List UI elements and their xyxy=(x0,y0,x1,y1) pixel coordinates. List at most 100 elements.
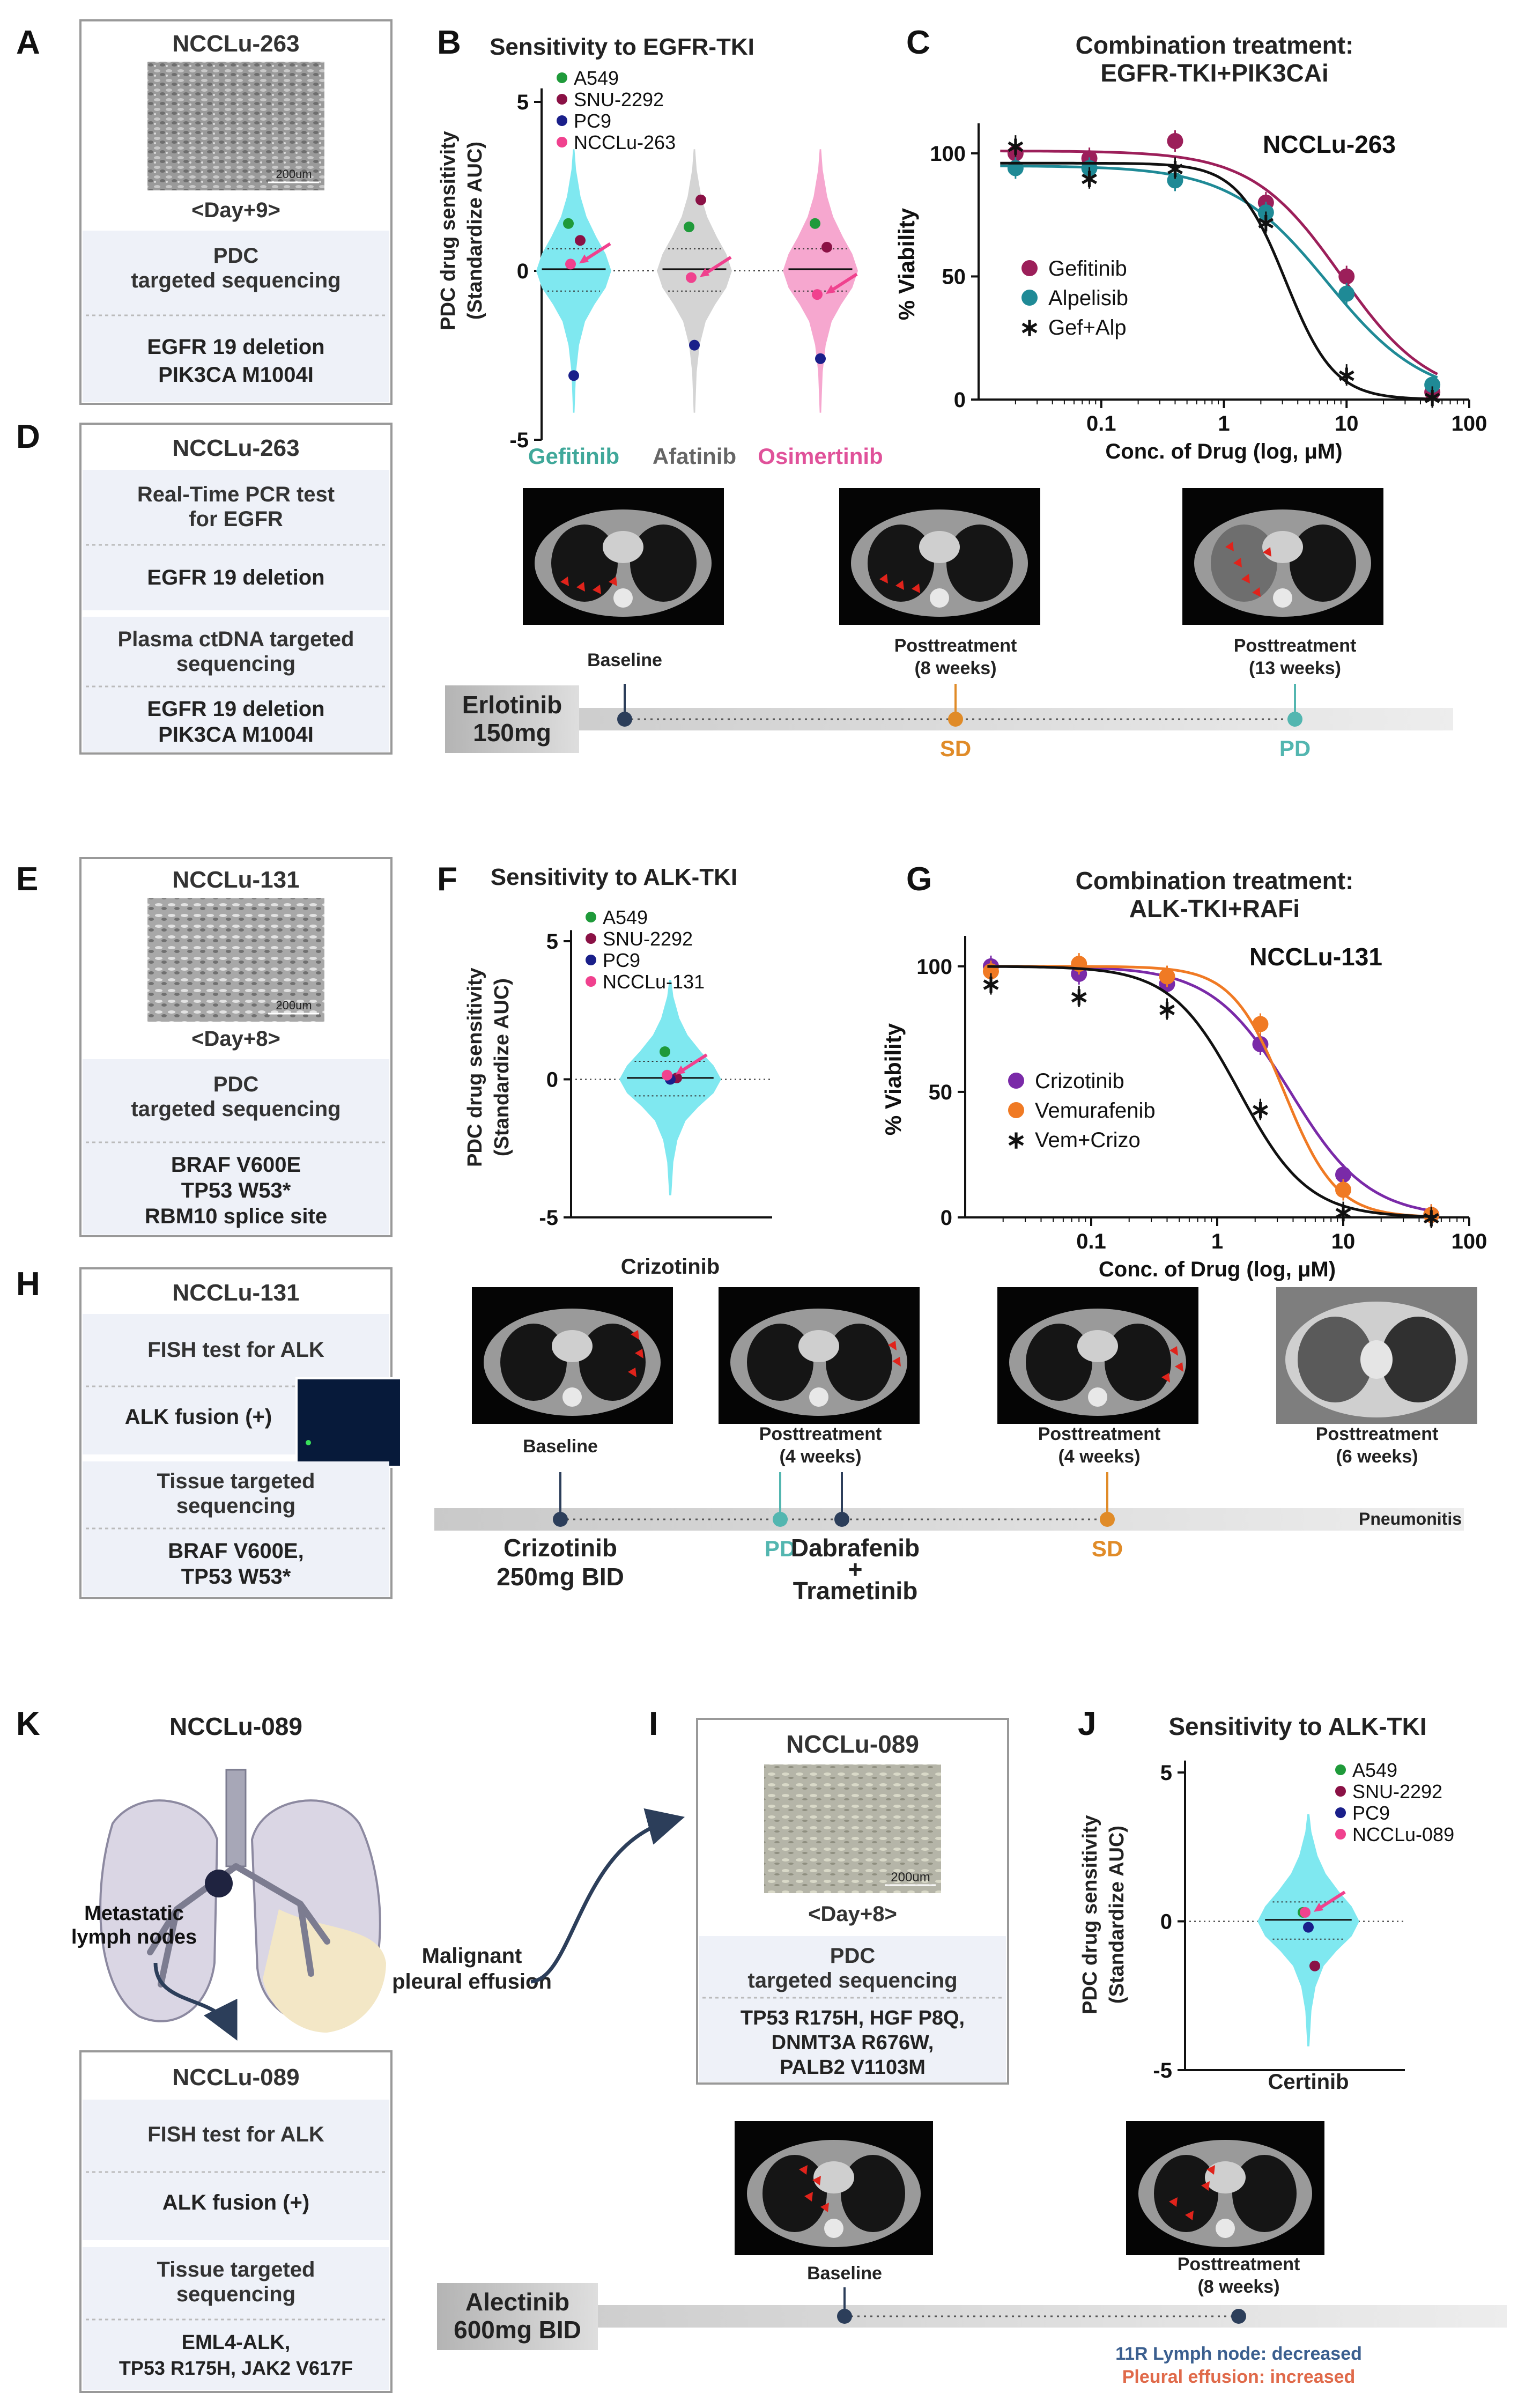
y-axis-label: % Viability xyxy=(880,1023,906,1135)
chart-title: Sensitivity to ALK-TKI xyxy=(1168,1712,1426,1740)
y-axis-label-2: (Standardize AUC) xyxy=(1106,1826,1128,2004)
data-point xyxy=(1252,1016,1269,1032)
test-section-1 xyxy=(83,470,389,610)
note-lymph-node: 11R Lymph node: decreased xyxy=(1115,2344,1362,2364)
legend-label: SNU-2292 xyxy=(603,928,693,950)
scale-label: 200um xyxy=(276,999,312,1012)
y-tick-label: -5 xyxy=(509,429,529,452)
timepoint-label-baseline: Baseline xyxy=(523,1436,598,1457)
mutation-1: EGFR 19 deletion xyxy=(147,335,324,359)
data-point-star: ∗ xyxy=(1005,132,1026,160)
cell-micrograph xyxy=(147,898,324,1022)
pdc-title: NCCLu-089 xyxy=(786,1730,919,1758)
response-pd: PD xyxy=(1279,736,1311,761)
data-point xyxy=(1335,1166,1351,1183)
timepoint-13weeks xyxy=(1287,712,1302,727)
panel-letter: H xyxy=(16,1266,40,1303)
timepoint-label-baseline: Baseline xyxy=(807,2263,882,2284)
data-point-star: ∗ xyxy=(1336,361,1357,389)
data-point xyxy=(1338,285,1355,302)
panel-letter: G xyxy=(906,861,932,898)
case-title: NCCLu-089 xyxy=(169,1712,302,1740)
case-title: NCCLu-131 xyxy=(172,1280,299,1306)
result-2b: TP53 R175H, JAK2 V617F xyxy=(119,2357,353,2379)
point-pc9 xyxy=(689,339,700,351)
test-1: FISH test for ALK xyxy=(147,1338,324,1362)
ct-scan-13weeks xyxy=(1182,488,1383,625)
event-pneumonitis: Pneumonitis xyxy=(1359,1509,1462,1528)
legend-label: PC9 xyxy=(1352,1802,1390,1824)
y-tick-label: -5 xyxy=(1153,2059,1172,2082)
result-2a: EML4-ALK, xyxy=(182,2331,291,2354)
mutation-3: RBM10 splice site xyxy=(145,1205,327,1228)
x-tick-label: 1 xyxy=(1218,412,1230,435)
x-tick-label: 10 xyxy=(1335,412,1359,435)
scale-label: 200um xyxy=(891,1870,930,1885)
y-axis-label-2: (Standardize AUC) xyxy=(464,142,486,320)
lung-illustration xyxy=(99,1769,386,2033)
y-axis-label-2: (Standardize AUC) xyxy=(491,978,513,1156)
pdc-arrow-head xyxy=(826,285,835,294)
legend-label: Gefitinib xyxy=(1048,257,1127,280)
data-point-star: ∗ xyxy=(1333,1199,1354,1227)
chart-title-1: Combination treatment: xyxy=(1076,867,1354,895)
data-point-star: ∗ xyxy=(981,970,1002,998)
y-tick-label: 5 xyxy=(1160,1761,1172,1785)
panel-j: J Sensitivity to ALK-TKI 50-5A549SNU-229… xyxy=(1078,1705,1454,2094)
mutation-2: PIK3CA M1004I xyxy=(158,363,314,387)
ct-scan-4weeks-b xyxy=(997,1287,1198,1424)
mutation-3: PALB2 V1103M xyxy=(780,2056,926,2079)
chart-title-1: Combination treatment: xyxy=(1076,31,1354,59)
pdc-arrow xyxy=(679,1053,708,1074)
data-point-star: ∗ xyxy=(1165,154,1186,182)
y-axis-label: % Viability xyxy=(894,208,919,320)
data-point-star: ∗ xyxy=(1157,995,1178,1023)
drug-label-gefitinib: Gefitinib xyxy=(528,444,619,469)
ct-scan-baseline xyxy=(523,488,724,625)
ct-scan-8weeks xyxy=(1126,2121,1324,2255)
timepoint-baseline xyxy=(553,1512,568,1527)
y-tick-label: 5 xyxy=(546,930,558,954)
point-ncclu-263 xyxy=(565,258,576,270)
y-tick-label: 100 xyxy=(930,142,966,166)
y-tick-label: 0 xyxy=(941,1206,952,1230)
chart-title: Sensitivity to EGFR-TKI xyxy=(490,34,754,60)
x-axis-label: Conc. of Drug (log, μM) xyxy=(1105,440,1342,463)
mutation-1: TP53 R175H, HGF P8Q, xyxy=(741,2007,965,2029)
panel-letter: J xyxy=(1078,1705,1096,1742)
legend-marker xyxy=(1335,1786,1346,1797)
panel-c: C Combination treatment: EGFR-TKI+PIK3CA… xyxy=(894,24,1487,463)
panel-g: G Combination treatment: ALK-TKI+RAFi 1 0… xyxy=(880,861,1487,1281)
panel-letter: F xyxy=(437,861,457,898)
timepoint-4weeks-b xyxy=(1100,1512,1115,1527)
point-snu-2292 xyxy=(695,194,706,205)
data-point xyxy=(1167,132,1183,149)
result-1: EGFR 19 deletion xyxy=(147,566,324,589)
violin-osimertinib xyxy=(783,149,858,413)
point-ncclu-089 xyxy=(1300,1907,1311,1918)
x-tick-label: 1 xyxy=(1211,1230,1223,1253)
timepoint-label-4weeks-b: Posttreatment(4 weeks) xyxy=(1038,1424,1161,1467)
panel-letter: A xyxy=(16,24,40,61)
timepoint-8weeks xyxy=(1231,2309,1246,2324)
response-sd: SD xyxy=(1092,1536,1123,1561)
cell-micrograph xyxy=(147,62,324,190)
legend-marker xyxy=(557,115,567,126)
chart-title-2: ALK-TKI+RAFi xyxy=(1129,895,1300,922)
fish-image xyxy=(295,1377,402,1468)
violin-gefitinib xyxy=(536,149,611,413)
data-point xyxy=(1167,172,1183,189)
ct-scan-6weeks xyxy=(1276,1287,1477,1424)
ct-scan-8weeks xyxy=(839,488,1040,625)
legend-label: A549 xyxy=(603,906,648,928)
